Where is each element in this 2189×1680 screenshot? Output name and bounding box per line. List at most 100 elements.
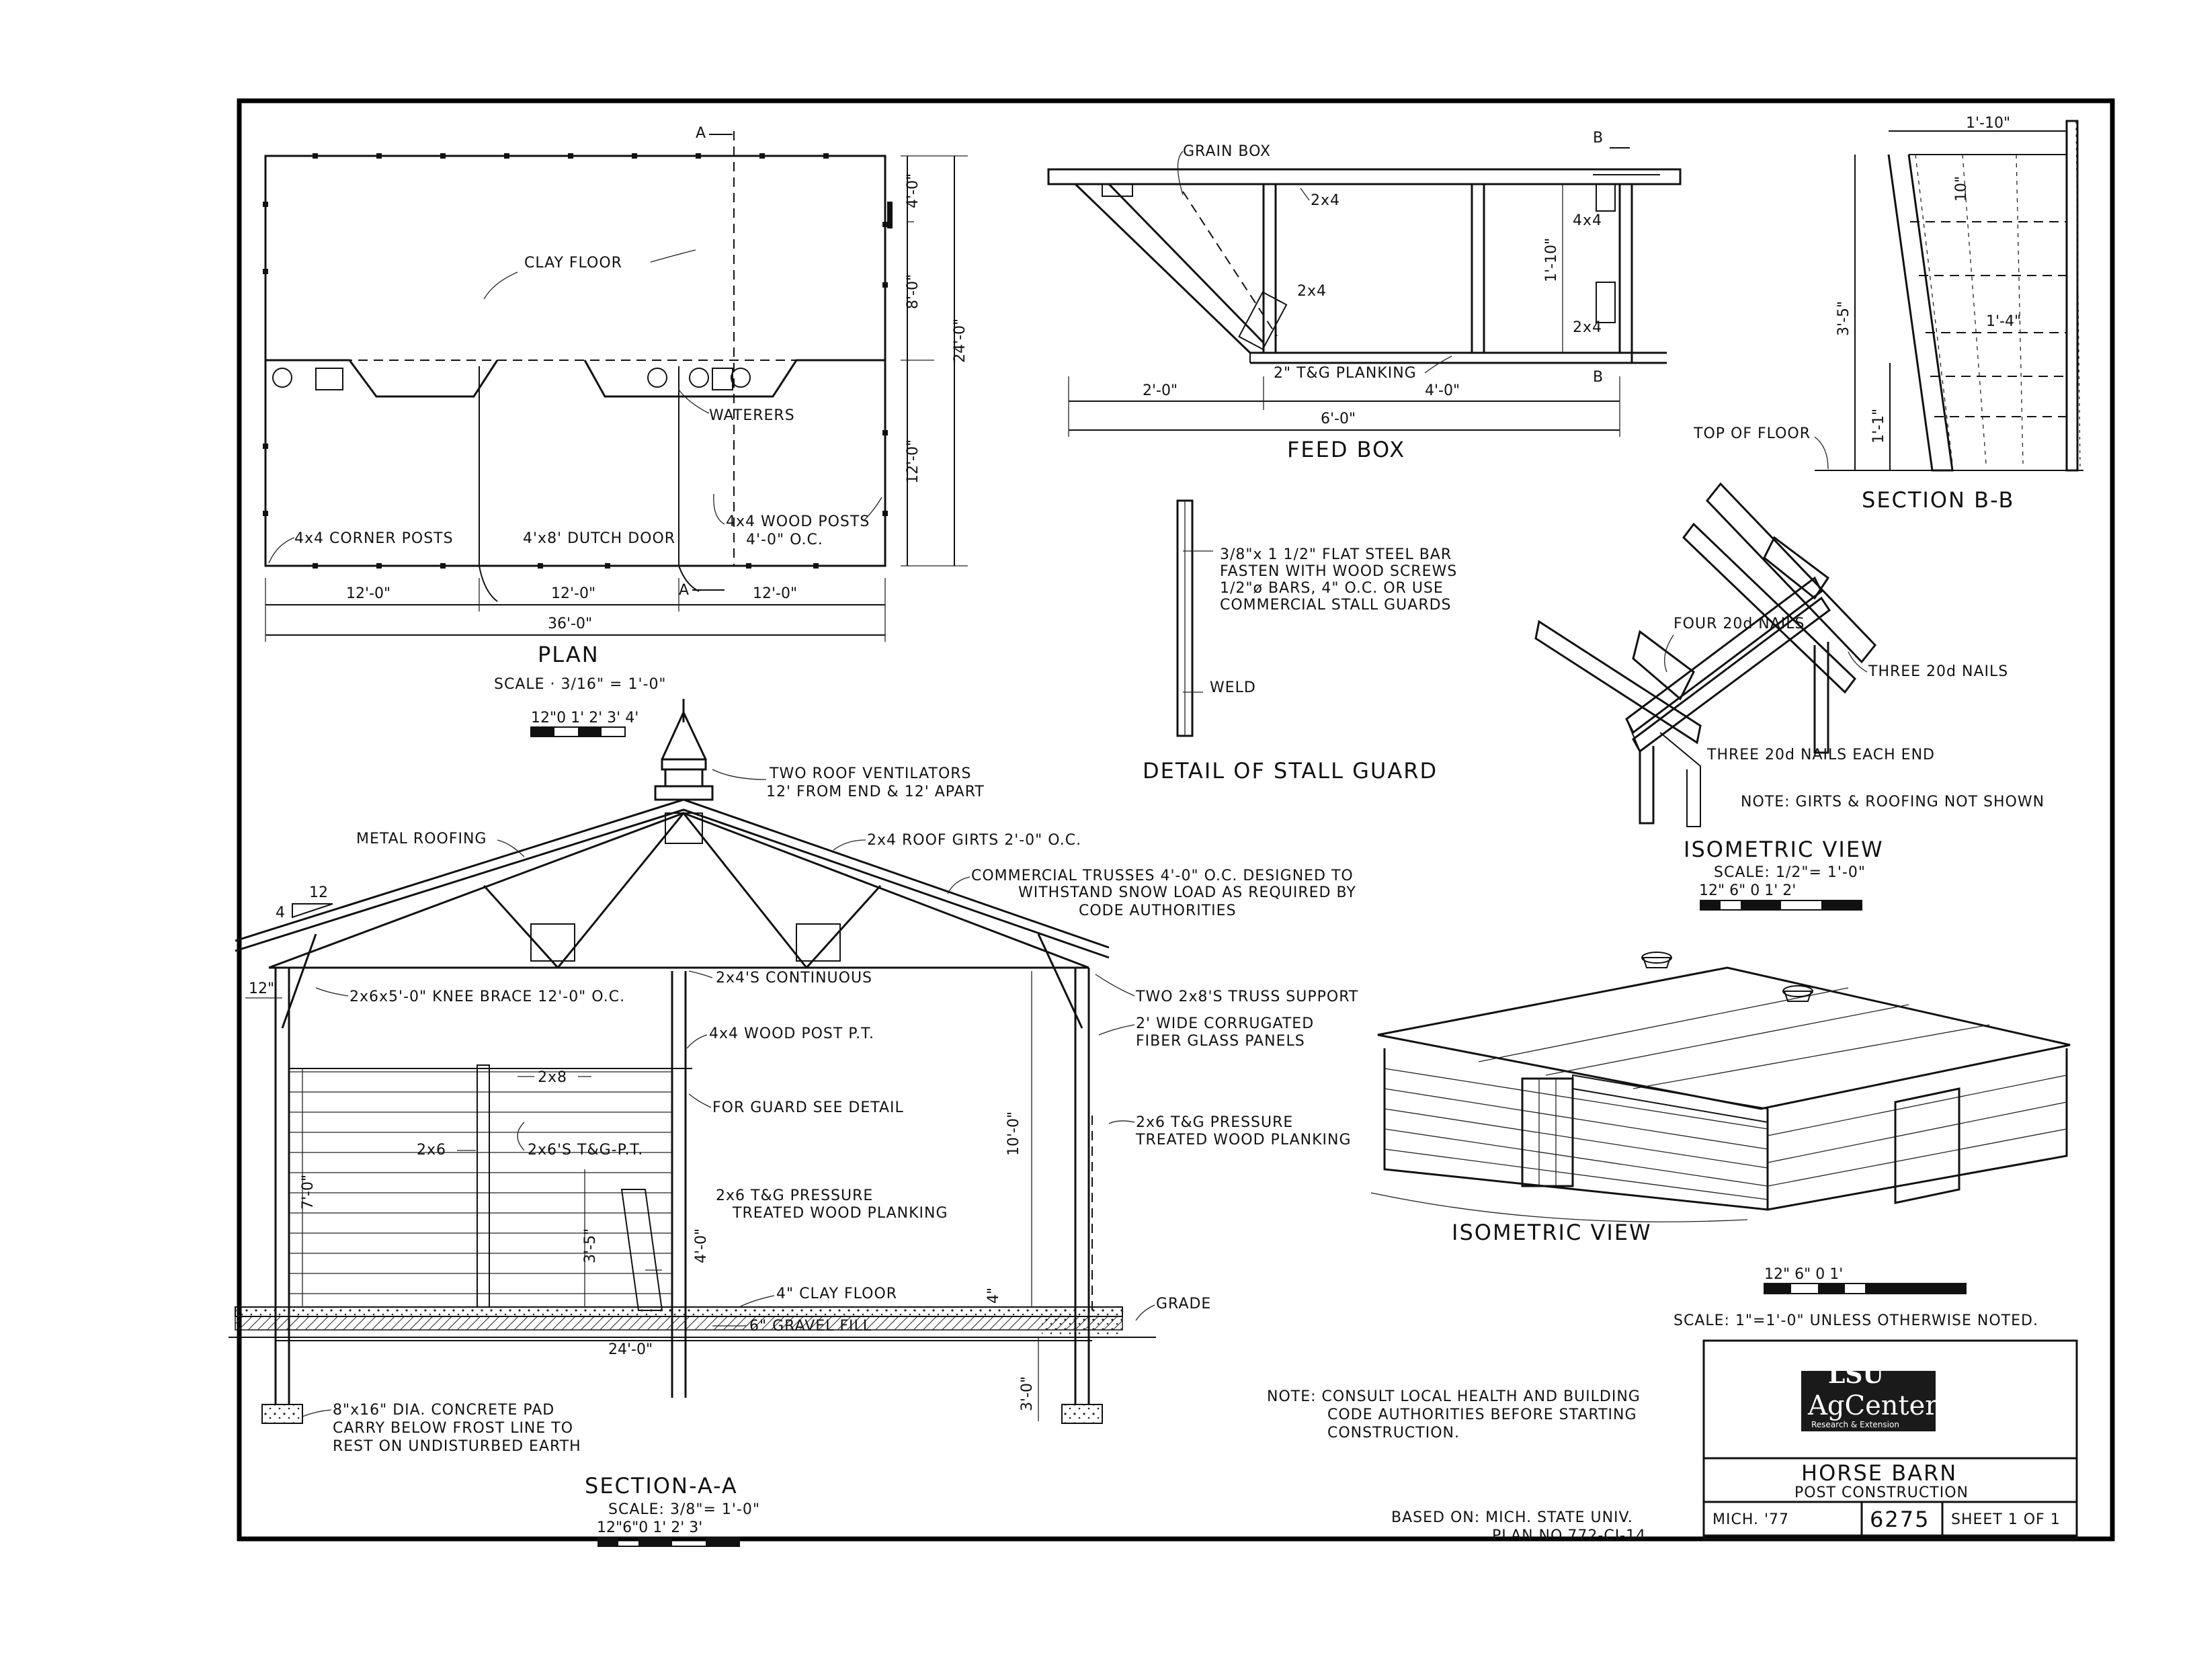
section-aa-scale-bar-label: 12"6"0 1' 2' 3' [597, 1519, 702, 1536]
section-aa-tg-pt: 2x6'S T&G-P.T. [528, 1142, 643, 1159]
title-block: LSU AgCenter Research & Extension HORSE … [1702, 1339, 2078, 1540]
section-aa-metal-roofing: METAL ROOFING [356, 831, 487, 847]
section-aa-pad-1: 8"x16" DIA. CONCRETE PAD [333, 1402, 554, 1419]
feed-box-mark-b-top: B [1593, 130, 1604, 146]
stall-guard-note-1: 3/8"x 1 1/2" FLAT STEEL BAR [1220, 546, 1452, 563]
plan-waterers-label: WATERERS [709, 407, 795, 424]
plan-wood-posts-label: 4x4 WOOD POSTS [726, 513, 870, 530]
stall-guard-note-4: COMMERCIAL STALL GUARDS [1220, 597, 1452, 614]
section-aa-dim-24: 24'-0" [608, 1341, 653, 1358]
plan-dim-4: 4'-0" [905, 173, 921, 208]
section-aa-dim-4in: 4" [985, 1288, 1002, 1304]
section-aa-pad-3: REST ON UNDISTURBED EARTH [333, 1438, 581, 1455]
note-consult-1: NOTE: CONSULT LOCAL HEALTH AND BUILDING [1267, 1388, 1641, 1405]
note-based-on-1: BASED ON: MICH. STATE UNIV. [1391, 1509, 1633, 1526]
section-aa-dim-3: 3'-0" [1019, 1376, 1036, 1411]
feed-box-dim-2: 2'-0" [1143, 382, 1178, 399]
stall-guard-note-2: FASTEN WITH WOOD SCREWS [1220, 563, 1457, 580]
section-aa-dim-4: 4'-0" [693, 1228, 710, 1263]
title-block-subtitle: POST CONSTRUCTION [1794, 1484, 1969, 1501]
iso-small-title: ISOMETRIC VIEW [1684, 837, 1884, 862]
feed-box-dim-1-10: 1'-10" [1543, 238, 1560, 282]
stall-guard-weld: WELD [1210, 679, 1256, 696]
section-bb-dim-3-5: 3'-5" [1835, 301, 1852, 336]
sheet-border [237, 98, 2115, 1542]
section-bb-dim-10: 10" [1953, 176, 1970, 202]
section-bb-dim-1-1: 1'-1" [1870, 409, 1887, 444]
section-bb-title: SECTION B-B [1862, 487, 2014, 513]
feed-box-title: FEED BOX [1287, 437, 1405, 462]
feed-box-4x4: 4x4 [1573, 212, 1602, 229]
feed-box-dim-6: 6'-0" [1321, 411, 1356, 427]
section-aa-2x6: 2x6 [417, 1142, 446, 1159]
section-aa-trusses-3: CODE AUTHORITIES [1079, 902, 1237, 919]
plan-dim-12b: 12'-0" [551, 585, 595, 602]
plan-wood-posts-spacing: 4'-0" O.C. [746, 532, 823, 548]
section-aa-pitch-12: 12 [309, 884, 328, 901]
section-aa-knee-brace: 2x6x5'-0" KNEE BRACE 12'-0" O.C. [349, 989, 625, 1005]
section-aa-continuous: 2x4'S CONTINUOUS [716, 970, 872, 986]
title-block-project: HORSE BARN [1801, 1460, 1957, 1486]
section-bb-dim-1-4: 1'-4" [1986, 313, 2021, 330]
iso-small-four-nails: FOUR 20d NAILS [1674, 616, 1805, 632]
section-aa-guard-detail: FOR GUARD SEE DETAIL [712, 1099, 904, 1116]
plan-scale: SCALE · 3/16" = 1'-0" [494, 676, 667, 693]
feed-box-2x4-a: 2x4 [1311, 192, 1340, 209]
stall-guard-title: DETAIL OF STALL GUARD [1143, 758, 1438, 784]
iso-large-scale-bar-label: 12" 6" 0 1' [1764, 1266, 1843, 1283]
section-aa-dim-3-5: 3'-5" [582, 1228, 599, 1263]
plan-section-mark-bottom: A [679, 582, 690, 599]
plan-dim-12a: 12'-0" [346, 585, 390, 602]
section-aa-view: TWO ROOF VENTILATORS 12' FROM END & 12' … [229, 699, 1358, 1547]
feed-box-view: GRAIN BOX 2x4 2x4 2x4 4x4 1'-10" 2" T&G … [1047, 130, 1682, 462]
iso-large-title: ISOMETRIC VIEW [1452, 1220, 1652, 1245]
feed-box-2x4-c: 2x4 [1573, 319, 1602, 336]
section-aa-pressure-3: 2x6 T&G PRESSURE [716, 1187, 873, 1204]
section-aa-trusses-1: COMMERCIAL TRUSSES 4'-0" O.C. DESIGNED T… [971, 868, 1354, 884]
plan-dim-12v: 12'-0" [905, 439, 921, 484]
section-aa-pressure-4: TREATED WOOD PLANKING [732, 1205, 948, 1222]
section-aa-gravel: 6" GRAVEL FILL [749, 1318, 872, 1335]
plan-dim-36: 36'-0" [548, 616, 592, 632]
title-block-number: 6275 [1870, 1507, 1930, 1532]
section-aa-roof-girts: 2x4 ROOF GIRTS 2'-0" O.C. [867, 832, 1081, 849]
plan-clay-floor-label: CLAY FLOOR [524, 255, 622, 271]
section-aa-pressure-1: 2x6 T&G PRESSURE [1136, 1114, 1293, 1131]
general-notes: NOTE: CONSULT LOCAL HEALTH AND BUILDING … [1267, 1388, 1645, 1544]
plan-section-mark-top: A [696, 125, 706, 142]
plan-dutch-door-label: 4'x8' DUTCH DOOR [523, 530, 675, 547]
iso-small-scale: SCALE: 1/2"= 1'-0" [1714, 864, 1866, 881]
section-aa-2x8: 2x8 [538, 1069, 567, 1086]
section-aa-pitch-4: 4 [276, 905, 285, 921]
plan-scale-bar-label: 12"0 1' 2' 3' 4' [531, 710, 638, 726]
section-aa-scale: SCALE: 3/8"= 1'-0" [608, 1501, 760, 1518]
section-aa-grade: GRADE [1156, 1296, 1211, 1312]
plan-view: 4'-0" 8'-0" 12'-0" 24'-0" 12'-0" 12'-0" … [263, 125, 968, 737]
plan-dim-12c: 12'-0" [753, 585, 797, 602]
section-aa-pad-2: CARRY BELOW FROST LINE TO [333, 1420, 573, 1437]
section-aa-truss-support: TWO 2x8'S TRUSS SUPPORT [1135, 989, 1358, 1005]
section-bb-dim-top: 1'-10" [1966, 115, 2010, 132]
stall-guard-note-3: 1/2"ø BARS, 4" O.C. OR USE [1220, 580, 1444, 597]
plan-title: PLAN [538, 642, 600, 667]
feed-box-2x4-b: 2x4 [1297, 283, 1327, 300]
section-aa-ventilators-2: 12' FROM END & 12' APART [766, 784, 985, 800]
iso-small-note: NOTE: GIRTS & ROOFING NOT SHOWN [1741, 794, 2045, 810]
logo-sub: Research & Extension [1811, 1420, 1899, 1429]
logo-main: AgCenter [1807, 1390, 1938, 1421]
section-aa-dim-10: 10'-0" [1005, 1111, 1022, 1156]
section-aa-ventilators-1: TWO ROOF VENTILATORS [769, 765, 972, 782]
note-consult-2: CODE AUTHORITIES BEFORE STARTING [1327, 1406, 1637, 1423]
feed-box-planking-label: 2" T&G PLANKING [1274, 365, 1417, 382]
section-aa-overhang: 12" [249, 980, 274, 997]
iso-small-scale-bar-label: 12" 6" 0 1' 2' [1699, 882, 1796, 899]
feed-box-mark-b-bottom: B [1593, 369, 1604, 386]
title-block-origin: MICH. '77 [1712, 1511, 1789, 1528]
feed-box-dim-4: 4'-0" [1425, 382, 1460, 399]
iso-large-view: ISOMETRIC VIEW 12" 6" 0 1' SCALE: 1"=1'-… [1370, 952, 2071, 1329]
section-aa-trusses-2: WITHSTAND SNOW LOAD AS REQUIRED BY [1018, 884, 1356, 901]
note-consult-3: CONSTRUCTION. [1327, 1425, 1460, 1441]
title-block-sheet: SHEET 1 OF 1 [1951, 1511, 2061, 1528]
plan-dim-8: 8'-0" [905, 274, 921, 309]
